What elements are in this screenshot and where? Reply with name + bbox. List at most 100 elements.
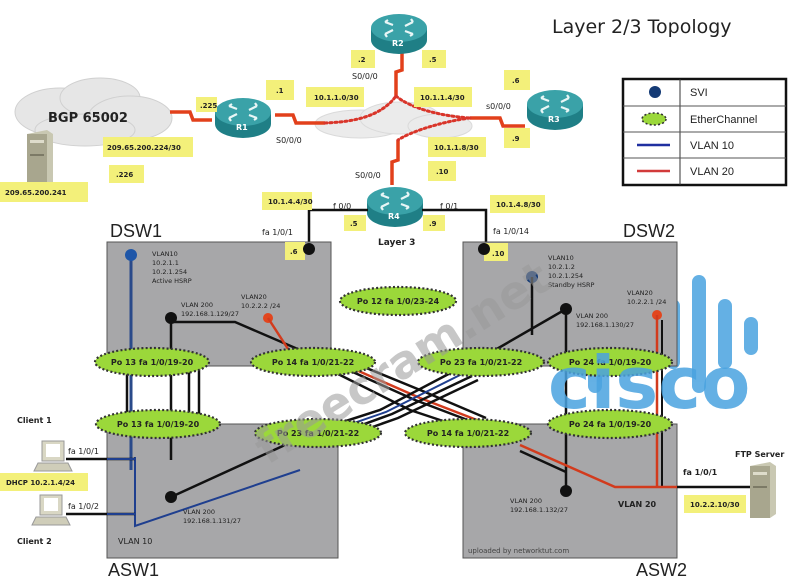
r1-serial-if: S0/0/0 — [276, 136, 302, 145]
asw1-vlan200-ip: 192.168.1.131/27 — [183, 517, 241, 525]
r4-f00-ip: .5 — [350, 220, 358, 228]
ec-po14-asw2[interactable]: Po 14 fa 1/0/21-22 — [403, 417, 533, 449]
router-r4-label: R4 — [388, 212, 400, 221]
asw1-vlan10-label: VLAN 10 — [118, 537, 152, 546]
client1-pc-icon[interactable] — [33, 440, 73, 472]
dsw1-vlan20-name: VLAN20 — [241, 293, 267, 301]
legend-vlan20-label: VLAN 20 — [690, 166, 734, 178]
asw2-vlan200-ip: 192.168.1.132/27 — [510, 506, 568, 514]
client2-if: fa 1/0/2 — [68, 502, 99, 511]
r3-top-ip: .6 — [512, 77, 520, 85]
dsw1-vlan200-name: VLAN 200 — [181, 301, 213, 309]
dsw2-uplink-port-icon — [478, 243, 490, 255]
r1-serial-ip: .1 — [276, 87, 284, 95]
asw2-vlan20-path — [519, 443, 677, 489]
router-r3-label: R3 — [548, 115, 560, 124]
layer3-label: Layer 3 — [378, 238, 415, 248]
asw1-vlan200-po23 — [170, 443, 286, 499]
r4-serial-ip: .10 — [436, 168, 449, 176]
dsw1-uplink-if: fa 1/0/1 — [262, 228, 293, 237]
dsw2-vlan200-name: VLAN 200 — [576, 312, 608, 320]
subnet-r4-dsw1: 10.1.4.4/30 — [268, 198, 313, 206]
dsw1-vlan20-ip: 10.2.2.2 /24 — [241, 302, 280, 310]
r2-serial-if: S0/0/0 — [352, 72, 378, 81]
router-r1[interactable]: R1 — [213, 96, 273, 140]
subnet-r2-r3: 10.1.1.4/30 — [420, 94, 465, 102]
link-r4-cloud — [390, 140, 400, 185]
vc-r1-r2 — [323, 94, 398, 125]
ec-po23-dsw2-label: Po 23 fa 1/0/21-22 — [440, 358, 522, 367]
dsw1-name: DSW1 — [110, 221, 162, 241]
bgp-server-icon — [27, 130, 53, 186]
dsw1-vlan200-ip: 192.168.1.129/27 — [181, 310, 239, 318]
svi-dot-icon — [649, 86, 661, 98]
r4-f01-ip: .9 — [429, 220, 437, 228]
ec-po24-asw2[interactable]: Po 24 fa 1/0/19-20 — [546, 408, 674, 440]
link-r2-cloud — [394, 48, 404, 96]
ftp-server-icon[interactable] — [750, 462, 776, 518]
dsw2-vlan200-ip: 192.168.1.130/27 — [576, 321, 634, 329]
r2-right-ip: .5 — [429, 56, 437, 64]
dsw2-name: DSW2 — [623, 221, 675, 241]
dsw2-vlan10-ip: 10.2.1.2 — [548, 263, 575, 271]
legend-svi-label: SVI — [690, 87, 708, 99]
link-r1-cloud — [275, 113, 325, 125]
bgp-cloud-label: BGP 65002 — [48, 111, 128, 126]
dsw1-vlan10-hsrp: Active HSRP — [152, 277, 192, 285]
subnet-r3-r4: 10.1.1.8/30 — [434, 144, 479, 152]
router-r1-label: R1 — [236, 123, 248, 132]
ec-po24-dsw2[interactable]: Po 24 fa 1/0/19-20 — [546, 346, 674, 378]
ec-po24-dsw2-label: Po 24 fa 1/0/19-20 — [569, 358, 652, 367]
vc-r2-r3 — [394, 94, 472, 120]
dsw2-vlan10-name: VLAN10 — [548, 254, 574, 262]
ec-po23-dsw2[interactable]: Po 23 fa 1/0/21-22 — [416, 346, 546, 378]
vc-r3-r4 — [396, 116, 472, 142]
ec-po14-asw2-label: Po 14 fa 1/0/21-22 — [427, 429, 509, 438]
ftp-ip: 10.2.2.10/30 — [690, 501, 740, 509]
r4-f01-if: f 0/1 — [440, 202, 458, 211]
dsw2-uplink-if: fa 1/0/14 — [493, 227, 529, 236]
dsw2-vlan10-vip: 10.2.1.254 — [548, 272, 583, 280]
router-r2-label: R2 — [392, 39, 404, 48]
link-bgp-r1 — [170, 110, 212, 122]
asw2-vlan200-svi-icon — [560, 485, 572, 497]
dsw2-box[interactable] — [462, 241, 678, 367]
ec-po14-dsw1[interactable]: Po 14 fa 1/0/21-22 — [249, 346, 377, 378]
client2-pc-icon[interactable] — [31, 494, 71, 526]
r3-serial-if: s0/0/0 — [486, 102, 511, 111]
bgp-cloud: BGP 65002 — [14, 77, 173, 147]
asw1-vlan10-path — [134, 457, 301, 528]
bgp-link-subnet: 209.65.200.224/30 — [107, 144, 181, 152]
credit-text: uploaded by networktut.com — [468, 547, 569, 555]
r3-bottom-ip: .9 — [512, 135, 520, 143]
ec-po13-asw1-label: Po 13 fa 1/0/19-20 — [117, 420, 200, 429]
link-r3-cloud — [470, 116, 525, 128]
dsw1-uplink-ip: .6 — [290, 248, 298, 256]
dsw1-vlan10-vip: 10.2.1.254 — [152, 268, 187, 276]
r4-f00-if: f 0/0 — [333, 202, 351, 211]
ec-po12[interactable]: Po 12 fa 1/0/23-24 — [338, 285, 458, 317]
subnet-r4-dsw2: 10.1.4.8/30 — [496, 201, 541, 209]
asw2-vlan20-label: VLAN 20 — [618, 500, 657, 509]
ec-po13-dsw1[interactable]: Po 13 fa 1/0/19-20 — [93, 346, 211, 378]
dsw2-vlan10-hsrp: Standby HSRP — [548, 281, 594, 289]
ftp-if: fa 1/0/1 — [683, 468, 718, 477]
ec-po13-dsw1-label: Po 13 fa 1/0/19-20 — [111, 358, 194, 367]
r4-serial-if: S0/0/0 — [355, 171, 381, 180]
router-r2[interactable]: R2 — [369, 12, 429, 56]
router-r3[interactable]: R3 — [525, 88, 585, 132]
dsw1-vlan10-ip: 10.2.1.1 — [152, 259, 179, 267]
dsw1-box[interactable] — [106, 241, 332, 367]
asw1-vlan200-svi-icon — [165, 491, 177, 503]
diagram-title: Layer 2/3 Topology — [552, 16, 732, 38]
brand-watermark: cisco — [548, 341, 750, 425]
router-r4[interactable]: R4 — [365, 185, 425, 229]
bgp-side-ip: .226 — [116, 171, 133, 179]
dsw2-vlan20-ip: 10.2.2.1 /24 — [627, 298, 666, 306]
bgp-server-ip: 209.65.200.241 — [5, 189, 67, 197]
ec-po13-asw1[interactable]: Po 13 fa 1/0/19-20 — [94, 408, 222, 440]
asw2-vlan200-name: VLAN 200 — [510, 497, 542, 505]
ec-po23-asw1[interactable]: Po 23 fa 1/0/21-22 — [253, 417, 383, 449]
dsw2-uplink-ip: .10 — [492, 250, 505, 258]
